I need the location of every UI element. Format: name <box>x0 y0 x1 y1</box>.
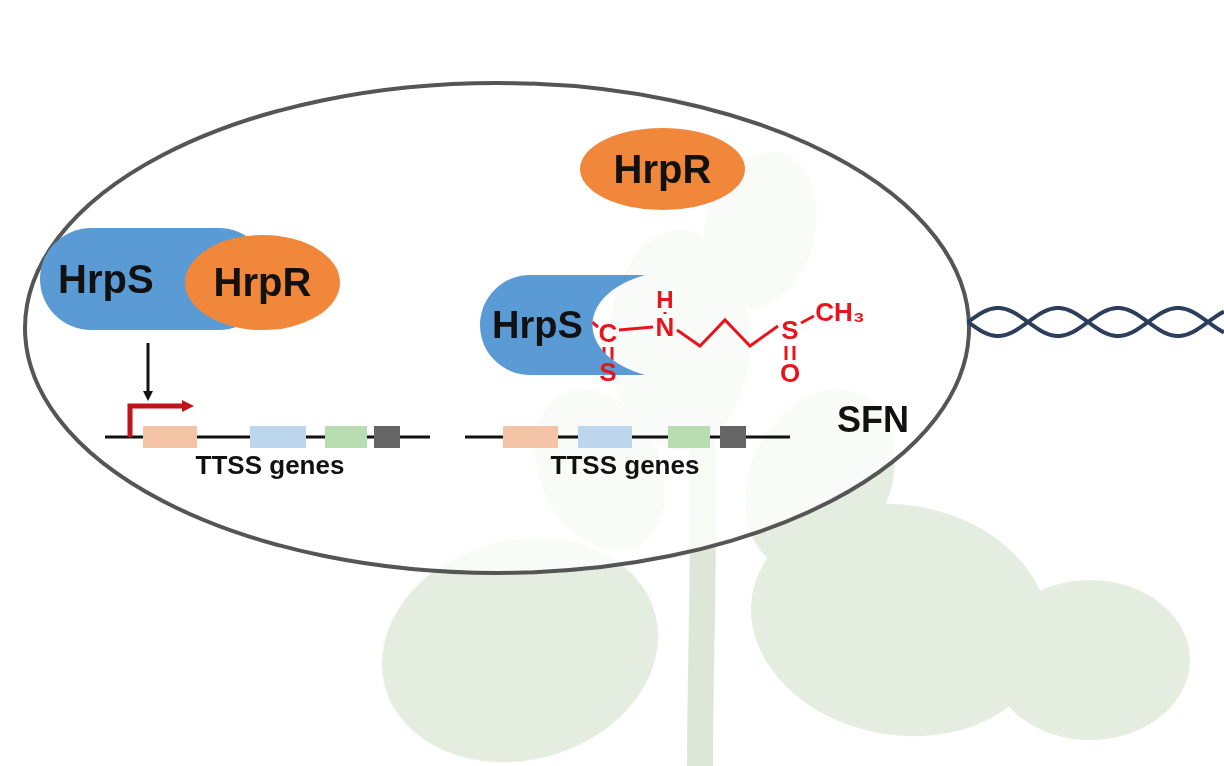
atom-label: CH₃ <box>815 299 865 325</box>
protein-name: HrpS <box>58 257 154 302</box>
atom-label: O <box>780 360 800 386</box>
gene-label: TTSS genes <box>551 452 700 478</box>
atom-label: H <box>656 288 673 312</box>
compound-name: SFN <box>837 402 909 438</box>
protein-name: HrpR <box>614 147 712 192</box>
atom-label: S <box>599 359 616 385</box>
protein-hrpr: HrpR <box>185 235 340 330</box>
cell-outline <box>25 83 969 573</box>
gene-label: TTSS genes <box>196 452 345 478</box>
protein-name: HrpS <box>492 304 583 347</box>
dna-helix <box>968 308 1224 336</box>
activation-arrow <box>147 343 150 396</box>
sfn-bonds <box>592 312 814 360</box>
gene-row-left <box>105 426 430 448</box>
protein-name: HrpR <box>214 260 312 305</box>
atom-label: S <box>781 317 798 343</box>
promoter-arrow <box>130 406 188 437</box>
atom-label: N <box>656 314 675 340</box>
gene-row-right <box>465 426 790 448</box>
atom-label: C <box>599 320 618 346</box>
protein-hrpr: HrpR <box>580 128 745 210</box>
protein-hrps: HrpS <box>480 275 645 375</box>
